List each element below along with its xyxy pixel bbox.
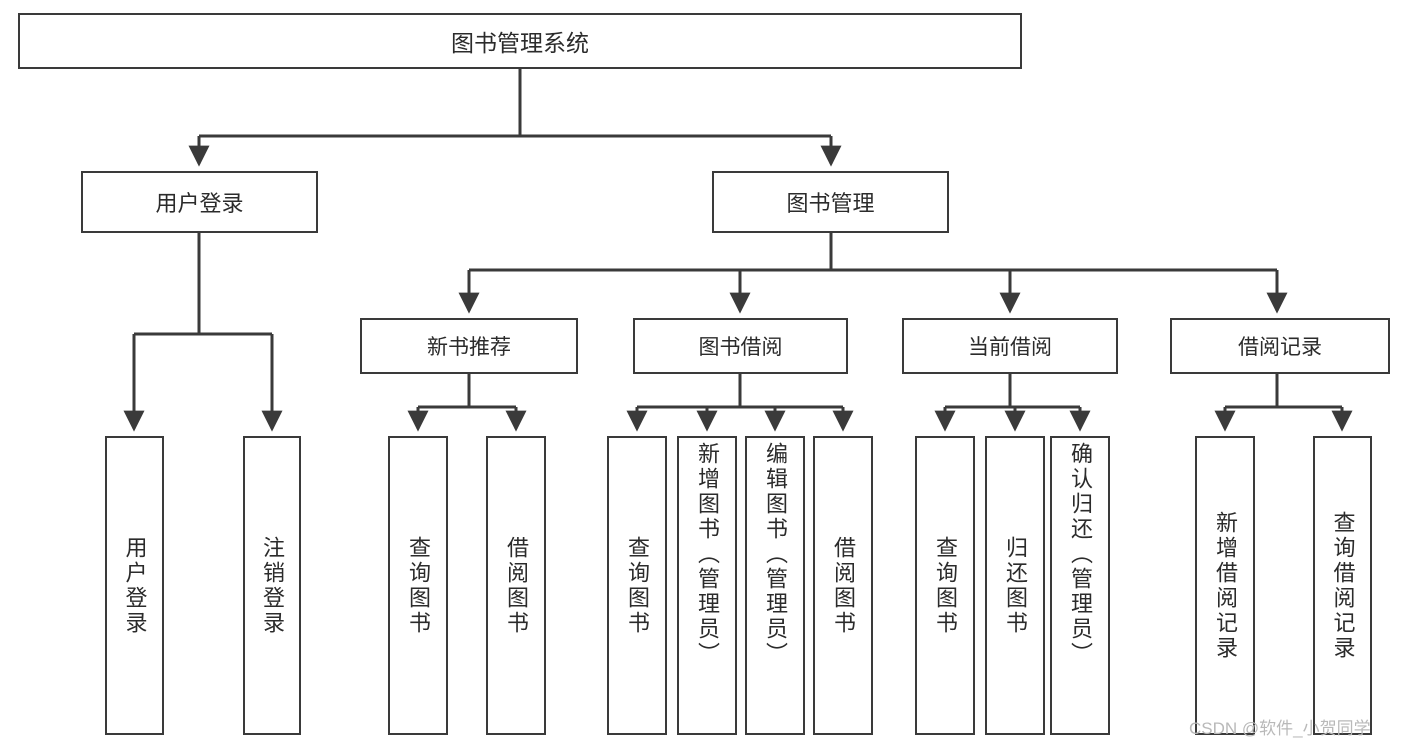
leaf-bb-query-book[interactable]: 查询图书 — [607, 436, 667, 735]
leaf-logout-label: 注销登录 — [260, 535, 285, 636]
node-book-management[interactable]: 图书管理 — [712, 171, 949, 233]
node-user-login[interactable]: 用户登录 — [81, 171, 318, 233]
node-borrow-record-label: 借阅记录 — [1238, 336, 1322, 359]
leaf-user-login-label: 用户登录 — [122, 535, 148, 636]
leaf-cb-return-book-label: 归还图书 — [1003, 535, 1028, 636]
leaf-bb-query-book-label: 查询图书 — [625, 535, 650, 636]
node-root-system-label: 图书管理系统 — [451, 30, 589, 56]
leaf-bb-edit-book-label: 编辑图书（管理员） — [763, 442, 788, 667]
node-new-book-recommend-label: 新书推荐 — [427, 336, 511, 359]
leaf-logout[interactable]: 注销登录 — [243, 436, 301, 735]
leaf-cb-query-book[interactable]: 查询图书 — [915, 436, 975, 735]
leaf-br-add-record[interactable]: 新增借阅记录 — [1195, 436, 1255, 735]
node-current-borrow-label: 当前借阅 — [968, 336, 1052, 359]
leaf-bb-edit-book[interactable]: 编辑图书（管理员） — [745, 436, 805, 735]
node-borrow-record[interactable]: 借阅记录 — [1170, 318, 1390, 374]
node-root-system[interactable]: 图书管理系统 — [18, 13, 1022, 69]
node-current-borrow[interactable]: 当前借阅 — [902, 318, 1118, 374]
leaf-cb-confirm-return-label: 确认归还（管理员） — [1068, 442, 1093, 667]
leaf-bb-borrow-book-label: 借阅图书 — [831, 535, 856, 636]
leaf-br-add-record-label: 新增借阅记录 — [1213, 510, 1238, 661]
leaf-br-query-record[interactable]: 查询借阅记录 — [1313, 436, 1372, 735]
leaf-cb-query-book-label: 查询图书 — [933, 535, 958, 636]
leaf-nb-query-book-label: 查询图书 — [406, 535, 431, 636]
leaf-nb-borrow-book-label: 借阅图书 — [504, 535, 529, 636]
leaf-nb-borrow-book[interactable]: 借阅图书 — [486, 436, 546, 735]
leaf-bb-add-book-label: 新增图书（管理员） — [695, 442, 720, 667]
node-new-book-recommend[interactable]: 新书推荐 — [360, 318, 578, 374]
node-book-borrow[interactable]: 图书借阅 — [633, 318, 848, 374]
node-book-borrow-label: 图书借阅 — [698, 336, 783, 359]
leaf-bb-borrow-book[interactable]: 借阅图书 — [813, 436, 873, 735]
csdn-watermark: CSDN @软件_小贺同学 — [1189, 719, 1371, 738]
leaf-cb-confirm-return[interactable]: 确认归还（管理员） — [1050, 436, 1110, 735]
node-book-management-label: 图书管理 — [786, 191, 875, 216]
leaf-br-query-record-label: 查询借阅记录 — [1330, 510, 1356, 661]
leaf-cb-return-book[interactable]: 归还图书 — [985, 436, 1045, 735]
leaf-bb-add-book[interactable]: 新增图书（管理员） — [677, 436, 737, 735]
leaf-user-login[interactable]: 用户登录 — [105, 436, 164, 735]
leaf-nb-query-book[interactable]: 查询图书 — [388, 436, 448, 735]
node-user-login-label: 用户登录 — [155, 191, 244, 216]
